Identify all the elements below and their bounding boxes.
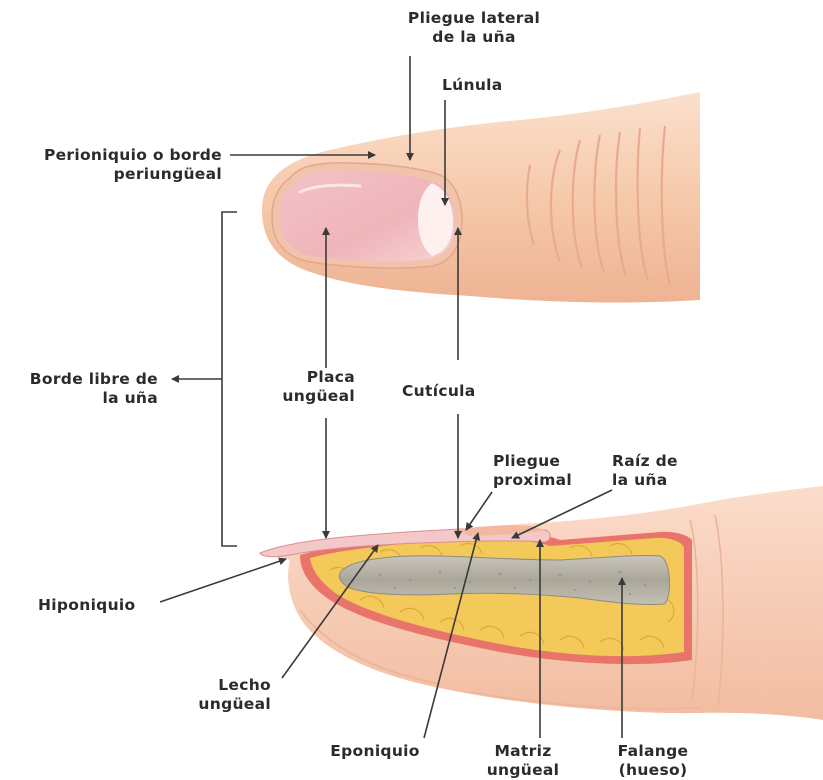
pliegue-proximal-pointer: [466, 492, 492, 530]
label-lecho-line2: ungüeal: [198, 695, 271, 714]
label-pliegue-lateral-line2: de la uña: [384, 28, 564, 47]
label-pliegue-proximal-line2: proximal: [493, 471, 572, 490]
label-placa-line2: ungüeal: [282, 387, 355, 406]
side-finger: [260, 486, 823, 720]
label-matriz-line2: ungüeal: [468, 761, 578, 780]
label-borde-libre-line1: Borde libre de: [30, 370, 158, 389]
label-pliegue-proximal-line1: Pliegue: [493, 452, 572, 471]
label-pliegue-lateral-line1: Pliegue lateral: [384, 9, 564, 28]
label-lecho-line1: Lecho: [198, 676, 271, 695]
label-falange-line2: (hueso): [598, 761, 708, 780]
hiponiquio-pointer: [160, 559, 286, 602]
label-perioniquio: Perioniquio o borde periungüeal: [44, 146, 222, 184]
label-raiz-line2: la uña: [612, 471, 678, 490]
label-pliegue-lateral: Pliegue lateral de la uña: [384, 9, 564, 47]
label-cuticula-line1: Cutícula: [402, 382, 476, 401]
label-falange-line1: Falange: [598, 742, 708, 761]
label-perioniquio-line2: periungüeal: [44, 165, 222, 184]
label-raiz-line1: Raíz de: [612, 452, 678, 471]
label-lecho: Lecho ungüeal: [198, 676, 271, 714]
label-lunula-line1: Lúnula: [442, 76, 503, 95]
label-falange: Falange (hueso): [598, 742, 708, 780]
label-matriz: Matriz ungüeal: [468, 742, 578, 780]
label-hiponiquio: Hiponiquio: [38, 596, 135, 615]
top-finger: [262, 92, 700, 303]
label-eponiquio-line1: Eponiquio: [320, 742, 430, 761]
label-placa: Placa ungüeal: [282, 368, 355, 406]
label-cuticula: Cutícula: [402, 382, 476, 401]
label-eponiquio: Eponiquio: [320, 742, 430, 761]
label-borde-libre: Borde libre de la uña: [30, 370, 158, 408]
label-perioniquio-line1: Perioniquio o borde: [44, 146, 222, 165]
label-borde-libre-line2: la uña: [30, 389, 158, 408]
label-hiponiquio-line1: Hiponiquio: [38, 596, 135, 615]
label-pliegue-proximal: Pliegue proximal: [493, 452, 572, 490]
label-lunula: Lúnula: [442, 76, 503, 95]
borde-libre-bracket: [222, 212, 237, 546]
label-matriz-line1: Matriz: [468, 742, 578, 761]
label-raiz: Raíz de la uña: [612, 452, 678, 490]
label-placa-line1: Placa: [282, 368, 355, 387]
